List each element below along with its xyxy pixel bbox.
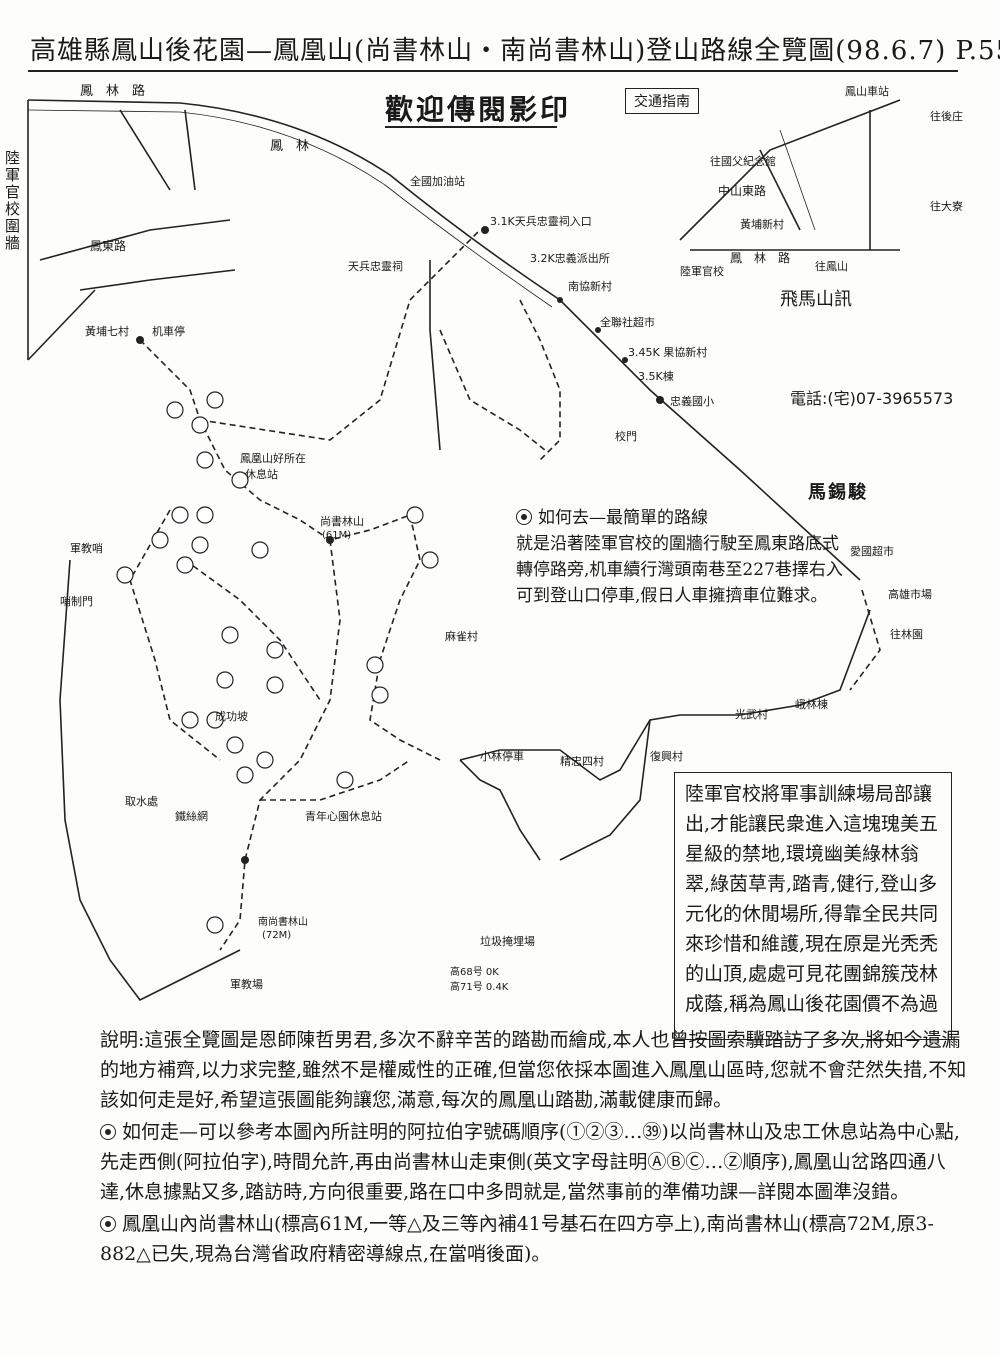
svg-text:高雄市場: 高雄市場: [888, 587, 932, 601]
svg-text:陸軍官校: 陸軍官校: [680, 264, 724, 278]
title-underline: [28, 70, 958, 72]
west-wall-label: 陸軍官校圍牆: [3, 150, 21, 252]
svg-text:精忠四村: 精忠四村: [560, 754, 604, 768]
logo-text: 飛馬山訊: [780, 289, 852, 310]
explanation-p3: 鳳凰山內尚書林山(標高61M,一等△及三等內補41号基石在四方亭上),南尚書林山…: [100, 1213, 934, 1265]
svg-text:復興村: 復興村: [650, 749, 683, 763]
svg-text:鳳東路: 鳳東路: [90, 238, 126, 253]
svg-text:小林停車: 小林停車: [480, 749, 524, 763]
svg-text:3.1K天兵忠靈祠入口: 3.1K天兵忠靈祠入口: [490, 215, 592, 228]
svg-text:愛國超市: 愛國超市: [850, 544, 894, 558]
svg-text:高68号 0K: 高68号 0K: [450, 965, 499, 978]
route-note-body: 就是沿著陸軍官校的圍牆行駛至鳳東路底式轉停路旁,机車續行灣頭南巷至227巷擇右入…: [516, 534, 843, 606]
svg-text:(61M): (61M): [322, 530, 351, 541]
svg-text:往大寮: 往大寮: [930, 199, 963, 213]
svg-text:3.5K棟: 3.5K棟: [638, 369, 674, 383]
svg-text:麻雀村: 麻雀村: [445, 629, 478, 643]
svg-text:取水處: 取水處: [125, 794, 158, 808]
traffic-guide-label: 交通指南: [625, 88, 699, 114]
route-note: 如何去—最簡單的路線 就是沿著陸軍官校的圍牆行駛至鳳東路底式轉停路旁,机車續行灣…: [516, 505, 846, 609]
bullet-icon: [516, 509, 532, 525]
svg-text:鳳山車站: 鳳山車站: [845, 84, 889, 98]
svg-text:3.2K忠義派出所: 3.2K忠義派出所: [530, 251, 610, 265]
svg-text:往國父紀念館: 往國父紀念館: [710, 154, 776, 168]
svg-text:休息站: 休息站: [245, 467, 278, 481]
svg-text:垃圾掩埋場: 垃圾掩埋場: [480, 934, 535, 948]
svg-text:軍教場: 軍教場: [230, 978, 263, 991]
author-phone: 電話:(宅)07-3965573: [790, 389, 954, 408]
svg-text:高71号 0.4K: 高71号 0.4K: [450, 980, 509, 993]
svg-text:全國加油站: 全國加油站: [410, 174, 465, 188]
svg-text:鳳 林 路: 鳳 林 路: [730, 250, 790, 265]
svg-text:峨林棟: 峨林棟: [795, 697, 828, 711]
fenglin-road-curve: [27, 99, 861, 581]
explanation: 說明:這張全覽圖是恩師陳哲男君,多次不辭辛苦的踏勘而繪成,本人也曾按圖索驥踏訪了…: [100, 1025, 970, 1271]
svg-text:往林園: 往林園: [890, 627, 923, 641]
conservation-note-text: 陸軍官校將軍事訓練場局部讓出,才能讓民衆進入這塊瑰美五星級的禁地,環境幽美綠林翁…: [685, 783, 939, 1015]
route-note-heading: 如何去—最簡單的路線: [538, 508, 708, 528]
svg-text:中山東路: 中山東路: [718, 183, 766, 198]
svg-text:成功坡: 成功坡: [215, 710, 248, 723]
explanation-p2: 如何走—可以參考本圖內所註明的阿拉伯字號碼順序(①②③…㊴)以尚書林山及忠工休息…: [100, 1121, 960, 1203]
bullet-icon: [100, 1216, 116, 1232]
svg-text:青年心園休息站: 青年心園休息站: [305, 809, 382, 823]
svg-text:(72M): (72M): [262, 930, 291, 941]
svg-text:哨制門: 哨制門: [60, 595, 93, 608]
svg-text:尚書林山: 尚書林山: [320, 514, 364, 528]
welcome-banner: 歡迎傳閱影印: [385, 93, 572, 126]
welcome-underline: [385, 126, 557, 128]
svg-text:鳳凰山好所在: 鳳凰山好所在: [240, 451, 306, 465]
bullet-icon: [100, 1124, 116, 1140]
svg-text:黃埔七村: 黃埔七村: [85, 324, 129, 338]
svg-text:光武村: 光武村: [735, 707, 768, 721]
conservation-note-box: 陸軍官校將軍事訓練場局部讓出,才能讓民衆進入這塊瑰美五星級的禁地,環境幽美綠林翁…: [674, 772, 952, 1040]
svg-text:3.45K 果協新村: 3.45K 果協新村: [628, 345, 707, 359]
svg-text:南協新村: 南協新村: [568, 279, 612, 293]
svg-text:天兵忠靈祠: 天兵忠靈祠: [348, 260, 403, 273]
author-name: 馬錫駿: [808, 482, 868, 503]
map-label-road: 鳳 林 路: [80, 83, 145, 99]
svg-text:南尚書林山: 南尚書林山: [258, 915, 308, 928]
svg-text:机車停: 机車停: [152, 324, 185, 338]
svg-text:鳳 林: 鳳 林: [270, 139, 309, 154]
svg-text:忠義國小: 忠義國小: [670, 394, 714, 408]
svg-text:黃埔新村: 黃埔新村: [740, 217, 784, 231]
map-title: 高雄縣鳳山後花園—鳳凰山(尚書林山‧南尚書林山)登山路線全覽圖(98.6.7) …: [30, 36, 1000, 66]
svg-text:全聯社超市: 全聯社超市: [600, 315, 655, 329]
svg-text:校門: 校門: [615, 429, 637, 443]
svg-text:往後庄: 往後庄: [930, 109, 963, 123]
svg-text:鐵絲網: 鐵絲網: [175, 809, 208, 823]
svg-text:軍教哨: 軍教哨: [70, 542, 103, 555]
svg-text:往鳳山: 往鳳山: [815, 259, 848, 273]
explanation-p1: 說明:這張全覽圖是恩師陳哲男君,多次不辭辛苦的踏勘而繪成,本人也曾按圖索驥踏訪了…: [100, 1029, 967, 1111]
